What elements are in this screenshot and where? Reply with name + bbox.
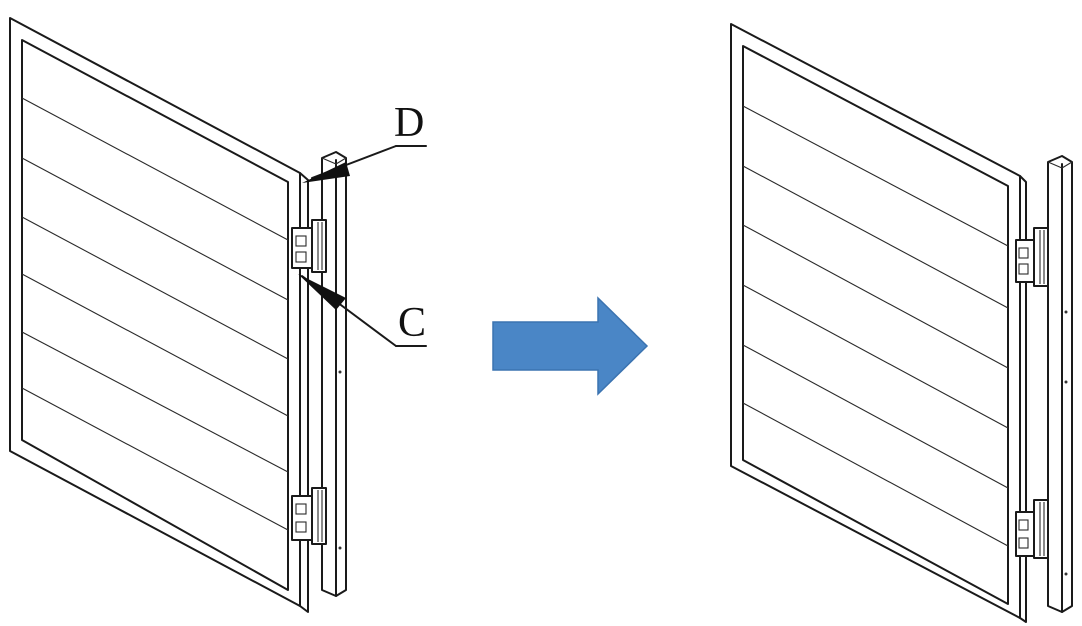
callout-c-label: C (398, 300, 426, 346)
callout-d-arrowhead (302, 162, 350, 183)
callout-d-label: D (394, 100, 424, 146)
right-slat (742, 402, 1009, 547)
right-arrow-icon (492, 296, 649, 396)
right-gate-panel (730, 23, 1027, 623)
left-slat (21, 331, 289, 473)
callout-c: C (298, 274, 427, 347)
left-slat (21, 387, 289, 531)
left-upper-hinge (291, 219, 327, 273)
left-gate-assembly: D C (9, 17, 427, 613)
right-lower-hinge (1015, 499, 1049, 559)
right-slat (742, 224, 1009, 369)
right-slat (742, 284, 1009, 429)
right-slat (742, 165, 1009, 309)
left-slat (21, 157, 289, 301)
left-slat (21, 216, 289, 360)
left-lower-hinge (291, 487, 327, 545)
left-slat (21, 97, 289, 241)
left-gate-panel (9, 17, 309, 613)
right-upper-hinge (1015, 227, 1049, 287)
callout-c-arrowhead (298, 274, 346, 310)
right-post (1047, 155, 1073, 613)
right-gate-assembly (730, 23, 1073, 623)
right-slat (742, 344, 1009, 489)
left-slat (21, 273, 289, 417)
right-slat (742, 105, 1009, 247)
left-post (321, 151, 347, 597)
callout-d: D (302, 100, 427, 183)
